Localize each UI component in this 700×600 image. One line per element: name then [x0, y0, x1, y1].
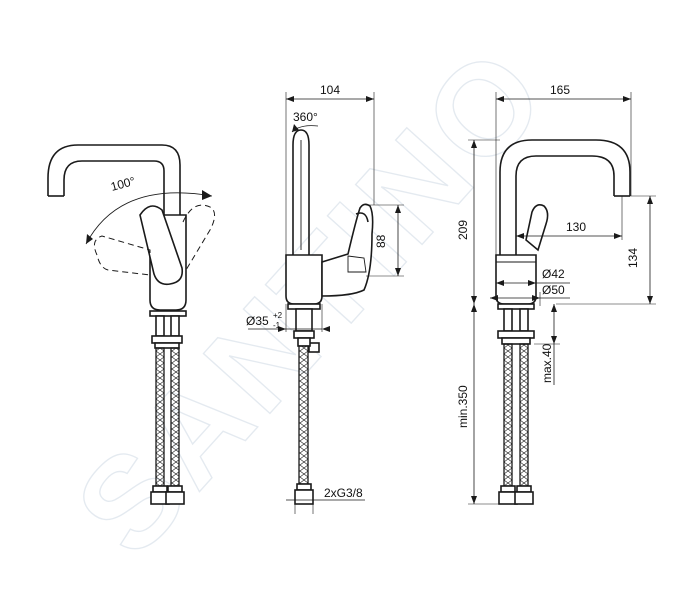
label-max-thickness: max.40: [540, 343, 554, 383]
label-tol-minus: -1: [273, 321, 281, 330]
left-lever-dashed-2: [93, 235, 151, 276]
left-hose-1: [155, 347, 165, 487]
left-spout: [47, 144, 181, 283]
center-body: [285, 254, 323, 305]
center-spout: [292, 129, 310, 255]
label-min-hose: min.350: [456, 385, 470, 428]
left-lever-dashed-1: [182, 204, 216, 271]
label-rotation: 360°: [293, 110, 318, 124]
label-connection: 2xG3/8: [324, 486, 363, 500]
label-base-diameter: Ø35: [246, 314, 269, 328]
left-lever: [139, 205, 184, 286]
right-lever: [525, 204, 549, 252]
label-tol-plus: +2: [273, 311, 283, 320]
center-view: 104 360° 88 Ø35 +2 -1: [246, 83, 404, 514]
label-diameter-42: Ø42: [542, 267, 565, 281]
label-width-side: 104: [320, 83, 340, 97]
left-angle-arc: [85, 192, 213, 245]
label-width-front: 165: [550, 83, 570, 97]
right-spout: [499, 139, 631, 255]
label-height-lever: 88: [374, 234, 388, 248]
label-diameter-50: Ø50: [542, 283, 565, 297]
left-view: 100°: [47, 144, 216, 505]
left-hose-2: [170, 347, 180, 487]
right-view: 165 134 209 130 Ø42: [456, 83, 656, 505]
label-height-spout: 134: [626, 248, 640, 268]
center-hose: [298, 345, 309, 485]
label-height-total: 209: [456, 220, 470, 240]
right-hose-1: [503, 343, 513, 487]
label-reach: 130: [566, 220, 586, 234]
label-lever-angle: 100°: [109, 174, 137, 194]
right-hose-2: [519, 343, 529, 487]
